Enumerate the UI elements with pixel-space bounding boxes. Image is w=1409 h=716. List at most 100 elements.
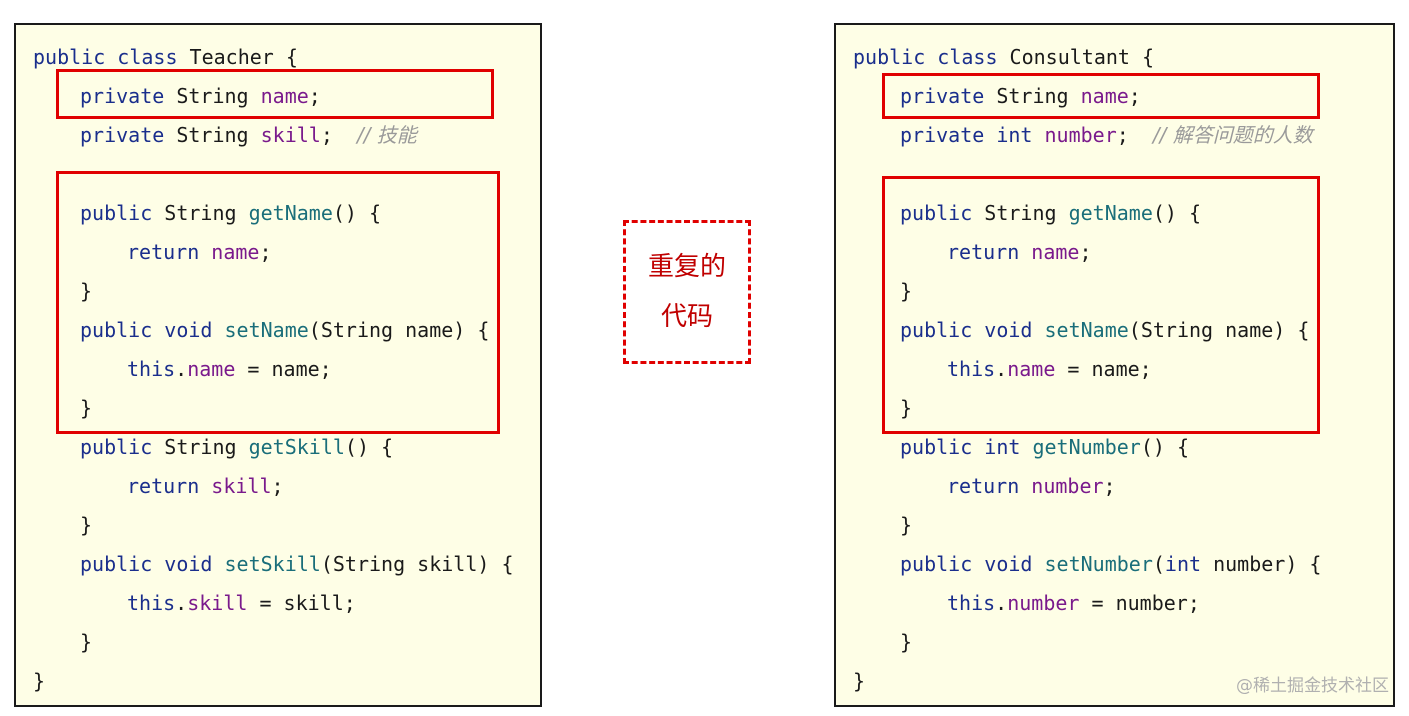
code-token: = name; xyxy=(1055,357,1152,381)
teacher-code-panel xyxy=(14,23,542,707)
code-line: } xyxy=(900,395,912,421)
code-line: public class Consultant { xyxy=(853,44,1154,70)
code-token: skill xyxy=(260,123,321,147)
code-line: private String name; xyxy=(900,83,1141,109)
code-token: (String name) { xyxy=(1128,318,1310,342)
code-token: number xyxy=(1044,123,1117,147)
code-line: this.name = name; xyxy=(947,356,1152,382)
code-token: } xyxy=(33,669,46,693)
code-token: number) { xyxy=(1213,552,1322,576)
code-token: () { xyxy=(344,435,394,459)
code-token: public class xyxy=(853,45,1010,69)
code-token: ; xyxy=(259,240,272,264)
code-token: } xyxy=(80,630,93,654)
duplicate-code-label: 重复的 代码 xyxy=(623,220,751,364)
code-token: = skill; xyxy=(247,591,356,615)
code-token: String xyxy=(176,123,261,147)
code-token: } xyxy=(900,396,913,420)
code-line: private int number; // 解答问题的人数 xyxy=(900,122,1313,148)
code-token: ; xyxy=(320,123,357,147)
code-token: private xyxy=(80,123,177,147)
code-line: this.skill = skill; xyxy=(127,590,356,616)
code-line: return name; xyxy=(947,239,1092,265)
code-token: number xyxy=(1031,474,1104,498)
code-line: this.name = name; xyxy=(127,356,332,382)
duplicate-code-label-line2: 代码 xyxy=(660,302,713,332)
code-token: } xyxy=(900,279,913,303)
code-token: ; xyxy=(271,474,284,498)
code-token: String xyxy=(164,201,249,225)
code-line: public int getNumber() { xyxy=(900,434,1189,460)
code-token: () { xyxy=(1152,201,1202,225)
code-line: return number; xyxy=(947,473,1116,499)
code-token: String xyxy=(996,84,1081,108)
code-token: name xyxy=(1007,357,1056,381)
code-token: } xyxy=(853,669,866,693)
code-token: ; xyxy=(1116,123,1153,147)
code-line: public String getSkill() { xyxy=(80,434,393,460)
code-token: ; xyxy=(1079,240,1092,264)
code-line: this.number = number; xyxy=(947,590,1200,616)
code-token: public xyxy=(900,201,985,225)
code-token: name xyxy=(1080,84,1129,108)
code-token: = name; xyxy=(235,357,332,381)
code-line: public String getName() { xyxy=(80,200,381,226)
code-token: = number; xyxy=(1079,591,1200,615)
code-token: return xyxy=(947,240,1032,264)
code-line: public void setName(String name) { xyxy=(900,317,1309,343)
code-token: public void xyxy=(900,318,1045,342)
code-line: } xyxy=(80,629,92,655)
code-token: this xyxy=(127,357,176,381)
watermark: @稀土掘金技术社区 xyxy=(1236,676,1389,696)
code-token: setSkill xyxy=(224,552,321,576)
code-token: } xyxy=(900,630,913,654)
code-line: } xyxy=(80,278,92,304)
code-token: getName xyxy=(1068,201,1153,225)
code-token: name xyxy=(1031,240,1080,264)
code-line: } xyxy=(80,395,92,421)
code-token: Consultant { xyxy=(1009,45,1155,69)
code-token: String xyxy=(164,435,249,459)
code-token: getSkill xyxy=(248,435,345,459)
code-token: } xyxy=(80,279,93,303)
code-token: private xyxy=(900,84,997,108)
code-token: public int xyxy=(900,435,1033,459)
code-token: Teacher { xyxy=(189,45,298,69)
consultant-code-panel xyxy=(834,23,1395,707)
code-token: setName xyxy=(224,318,309,342)
code-token: getNumber xyxy=(1032,435,1141,459)
code-token: ( xyxy=(1152,552,1165,576)
code-token: ; xyxy=(1103,474,1116,498)
code-token: public class xyxy=(33,45,190,69)
code-line: public void setSkill(String skill) { xyxy=(80,551,513,577)
code-token: name xyxy=(211,240,260,264)
code-token: return xyxy=(947,474,1032,498)
code-token: return xyxy=(127,474,212,498)
code-line: public class Teacher { xyxy=(33,44,298,70)
code-token: () { xyxy=(332,201,382,225)
code-token: this xyxy=(947,591,996,615)
code-line: } xyxy=(900,629,912,655)
code-line: private String name; xyxy=(80,83,321,109)
code-token: public xyxy=(80,201,165,225)
code-token: this xyxy=(947,357,996,381)
code-line: public void setNumber(int number) { xyxy=(900,551,1321,577)
code-token: . xyxy=(175,357,188,381)
code-token: this xyxy=(127,591,176,615)
code-token: // 解答问题的人数 xyxy=(1152,123,1313,147)
code-token: setName xyxy=(1044,318,1129,342)
code-token: // 技能 xyxy=(356,123,417,147)
code-token: public void xyxy=(900,552,1045,576)
code-token: name xyxy=(187,357,236,381)
code-token: . xyxy=(175,591,188,615)
code-line: } xyxy=(80,512,92,538)
code-token: (String name) { xyxy=(308,318,490,342)
code-token: private xyxy=(80,84,177,108)
code-line: } xyxy=(853,668,865,694)
code-token: number xyxy=(1007,591,1080,615)
code-token: () { xyxy=(1140,435,1189,459)
code-token: private int xyxy=(900,123,1045,147)
code-line: return skill; xyxy=(127,473,284,499)
code-line: public void setName(String name) { xyxy=(80,317,489,343)
code-token: public xyxy=(80,435,165,459)
